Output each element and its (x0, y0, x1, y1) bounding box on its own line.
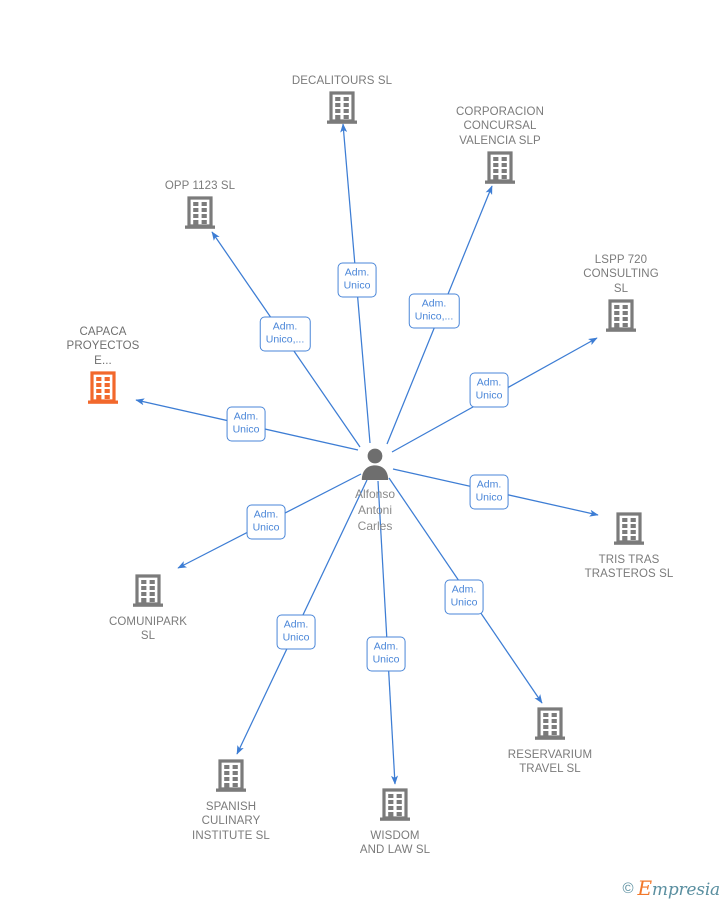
company-node-wisdom-and-law[interactable]: WISDOM AND LAW SL (325, 788, 465, 858)
edge-label-opp-1123[interactable]: Adm. Unico,... (259, 316, 311, 352)
company-label-lspp-720-consulting: LSPP 720 CONSULTING SL (583, 253, 659, 295)
company-node-comunipark[interactable]: COMUNIPARK SL (78, 574, 218, 644)
company-node-opp-1123[interactable]: OPP 1123 SL (130, 179, 270, 234)
edge-label-corporacion-concursal-valencia[interactable]: Adm. Unico,... (408, 293, 460, 329)
company-label-opp-1123: OPP 1123 SL (164, 179, 236, 192)
company-label-wisdom-and-law: WISDOM AND LAW SL (359, 829, 431, 857)
building-icon (551, 299, 691, 337)
edge-label-spanish-culinary-institute[interactable]: Adm. Unico (276, 614, 316, 650)
company-node-spanish-culinary-institute[interactable]: SPANISH CULINARY INSTITUTE SL (161, 759, 301, 843)
person-name-label: Alfonso Antoni Carles (354, 487, 396, 533)
company-node-tris-tras-trasteros[interactable]: TRIS TRAS TRASTEROS SL (559, 512, 699, 582)
copyright-icon: © (622, 880, 634, 897)
edge-label-decalitours[interactable]: Adm. Unico (337, 262, 377, 298)
building-icon (130, 196, 270, 234)
company-node-lspp-720-consulting[interactable]: LSPP 720 CONSULTING SL (551, 253, 691, 337)
person-icon (305, 446, 445, 485)
company-node-reservarium-travel[interactable]: RESERVARIUM TRAVEL SL (480, 707, 620, 777)
building-icon (480, 707, 620, 745)
building-icon (559, 512, 699, 550)
building-icon (272, 91, 412, 129)
company-label-decalitours: DECALITOURS SL (291, 74, 393, 87)
edge-label-tris-tras-trasteros[interactable]: Adm. Unico (469, 474, 509, 510)
company-label-tris-tras-trasteros: TRIS TRAS TRASTEROS SL (584, 553, 674, 581)
edge-label-lspp-720-consulting[interactable]: Adm. Unico (469, 372, 509, 408)
edge-label-capaca-proyectos[interactable]: Adm. Unico (226, 406, 266, 442)
building-icon (78, 574, 218, 612)
edge-label-wisdom-and-law[interactable]: Adm. Unico (366, 636, 406, 672)
company-label-capaca-proyectos: CAPACA PROYECTOS E... (66, 325, 140, 367)
brand-initial: E (637, 876, 653, 900)
building-icon (430, 151, 570, 189)
company-label-spanish-culinary-institute: SPANISH CULINARY INSTITUTE SL (192, 800, 270, 842)
building-icon (33, 371, 173, 409)
company-label-reservarium-travel: RESERVARIUM TRAVEL SL (507, 748, 593, 776)
company-node-capaca-proyectos[interactable]: CAPACA PROYECTOS E... (33, 325, 173, 409)
person-node[interactable]: Alfonso Antoni Carles (305, 446, 445, 534)
brand-rest: mpresia (651, 880, 720, 900)
edge-label-reservarium-travel[interactable]: Adm. Unico (444, 579, 484, 615)
building-icon (161, 759, 301, 797)
brand-logo-text: Empresia (638, 878, 721, 899)
company-node-corporacion-concursal-valencia[interactable]: CORPORACION CONCURSAL VALENCIA SLP (430, 105, 570, 189)
edge-label-comunipark[interactable]: Adm. Unico (246, 504, 286, 540)
company-node-decalitours[interactable]: DECALITOURS SL (272, 74, 412, 129)
company-label-corporacion-concursal-valencia: CORPORACION CONCURSAL VALENCIA SLP (456, 105, 544, 147)
building-icon (325, 788, 465, 826)
company-label-comunipark: COMUNIPARK SL (108, 615, 188, 643)
watermark: © Empresia (622, 878, 720, 899)
